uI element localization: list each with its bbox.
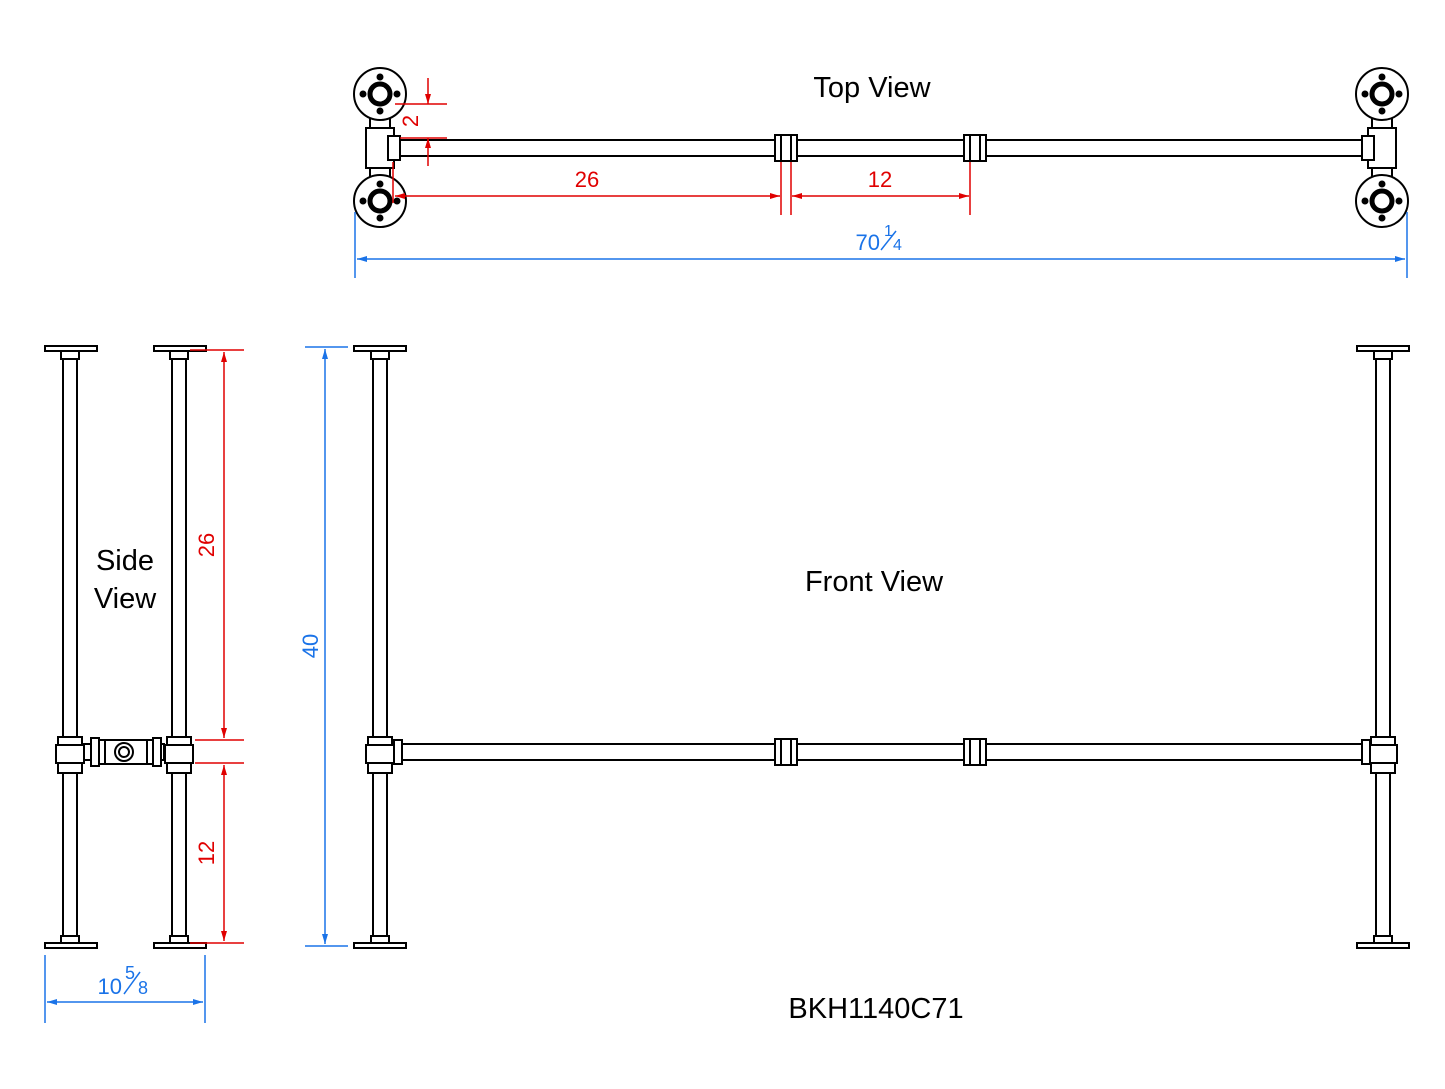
- dim-side-width-num: 5: [125, 963, 135, 983]
- dim-overall-length: 70 1 4: [856, 223, 902, 255]
- dim-top-segment-2: 12: [868, 167, 892, 192]
- side-view-label-line1: Side: [96, 545, 154, 577]
- top-view-left-assembly: [353, 67, 407, 228]
- side-view-red-dimensions: [190, 349, 244, 944]
- side-view: [44, 345, 207, 949]
- dim-side-width: 10 5 8: [98, 963, 149, 999]
- front-view: [353, 345, 1410, 949]
- front-view-label: Front View: [805, 566, 944, 598]
- dim-side-lower: 12: [194, 841, 219, 865]
- dim-top-segment-1: 26: [575, 167, 599, 192]
- side-view-connector: [83, 737, 165, 767]
- dim-side-width-den: 8: [138, 978, 148, 998]
- top-view-right-assembly: [1355, 67, 1409, 228]
- top-view-flange-top-right: [1355, 67, 1409, 121]
- dim-overall-length-den: 4: [893, 237, 902, 254]
- dim-overall-length-whole: 70: [856, 230, 880, 255]
- dim-front-height: 40: [298, 634, 323, 658]
- top-view-crossbar: [394, 139, 1366, 157]
- top-view: [353, 67, 1409, 228]
- dim-top-offset: 2: [398, 115, 423, 127]
- front-view-blue-dimension: [305, 346, 348, 947]
- top-view-flange-bottom-right: [1355, 174, 1409, 228]
- top-view-coupling-2: [963, 134, 987, 162]
- top-view-blue-dimension: [354, 212, 1408, 278]
- side-view-blue-dimension: [44, 955, 206, 1023]
- front-view-crossbar: [399, 743, 1365, 761]
- dim-side-upper: 26: [194, 533, 219, 557]
- top-view-red-dimensions: [392, 78, 971, 215]
- side-view-left-leg: [44, 345, 98, 949]
- front-view-coupling-2: [963, 738, 987, 766]
- top-view-label: Top View: [813, 72, 931, 104]
- front-view-coupling-1: [774, 738, 798, 766]
- front-view-left-leg: [353, 345, 407, 949]
- dim-overall-length-num: 1: [884, 223, 893, 240]
- side-view-right-leg: [153, 345, 207, 949]
- front-view-right-leg: [1356, 345, 1410, 949]
- dim-side-width-whole: 10: [98, 974, 122, 999]
- top-view-flange-top-left: [353, 67, 407, 121]
- part-number: BKH1140C71: [788, 993, 963, 1025]
- side-view-label-line2: View: [94, 583, 157, 615]
- top-view-coupling-1: [774, 134, 798, 162]
